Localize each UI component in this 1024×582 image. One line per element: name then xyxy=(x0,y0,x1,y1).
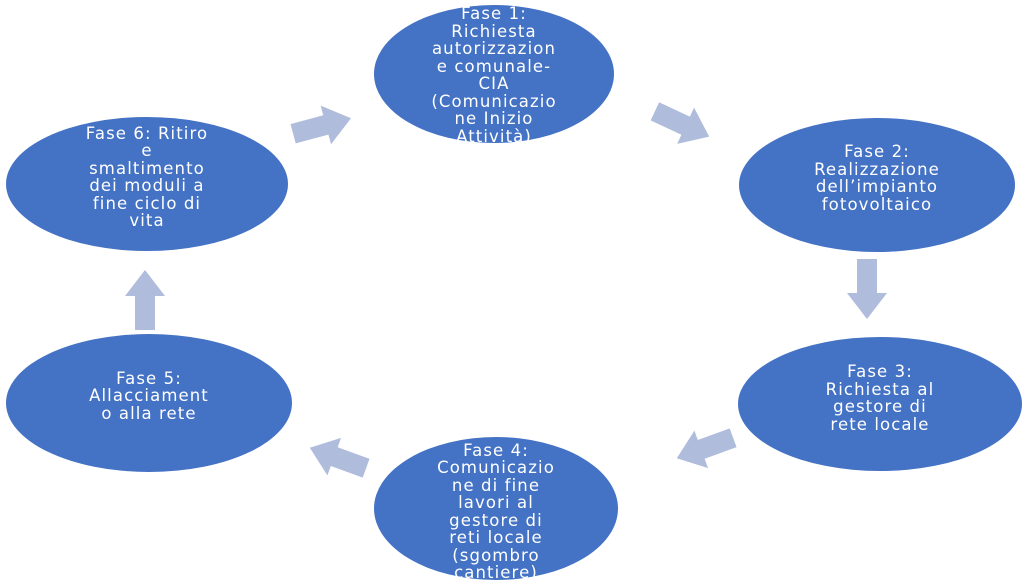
arrow-fase6-to-fase1 xyxy=(288,99,356,153)
phase-label-2: Fase 2: Realizzazione dell’impianto foto… xyxy=(814,142,940,214)
arrow-fase4-to-fase5 xyxy=(303,429,373,487)
phase-label-6: Fase 6: Ritiro e smaltimento dei moduli … xyxy=(85,123,209,230)
phase-label-5: Fase 5: Allacciament o alla rete xyxy=(89,368,209,423)
phase-node-3: Fase 3: Richiesta al gestore di rete loc… xyxy=(738,337,1022,471)
phase-node-5: Fase 5: Allacciament o alla rete xyxy=(6,334,292,472)
arrow-fase1-to-fase2 xyxy=(646,93,717,155)
phase-label-3: Fase 3: Richiesta al gestore di rete loc… xyxy=(825,362,935,434)
arrow-fase2-to-fase3 xyxy=(847,259,887,319)
phase-node-1: Fase 1: Richiesta autorizzazion e comuna… xyxy=(374,4,614,146)
arrow-fase5-to-fase6 xyxy=(125,270,165,330)
phase-node-2: Fase 2: Realizzazione dell’impianto foto… xyxy=(739,118,1015,252)
phase-node-6: Fase 6: Ritiro e smaltimento dei moduli … xyxy=(6,117,288,251)
phase-label-4: Fase 4: Comunicazio ne di fine lavori al… xyxy=(437,440,555,582)
phase-label-1: Fase 1: Richiesta autorizzazion e comuna… xyxy=(431,4,557,146)
phase-node-4: Fase 4: Comunicazio ne di fine lavori al… xyxy=(374,437,618,582)
arrow-fase3-to-fase4 xyxy=(670,419,740,477)
